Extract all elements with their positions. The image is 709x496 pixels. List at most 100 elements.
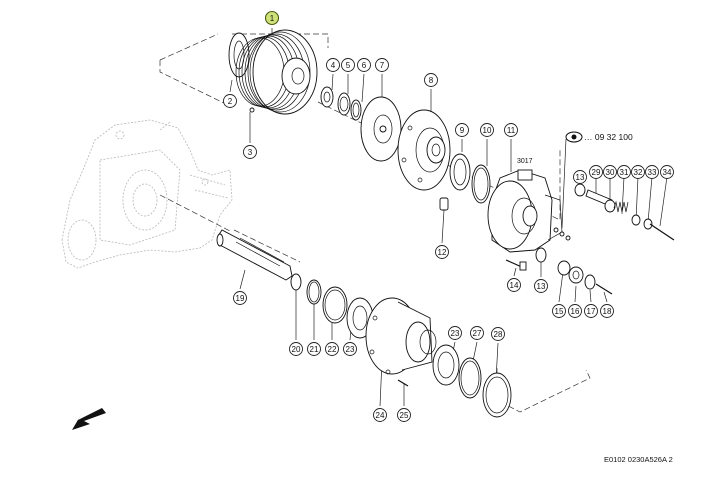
callout-circle [264,10,280,26]
callout-number: 12 [438,248,447,257]
seals-9-10 [449,153,491,204]
callout-34: 34 [660,165,674,179]
callout-number: 9 [460,126,465,135]
callout-number: 1 [270,14,275,23]
callout-number: 29 [592,168,601,177]
callout-31: 31 [617,165,631,179]
callout-number: 5 [346,61,351,70]
callout-circle [243,145,257,159]
callout-6: 6 [357,58,371,72]
callout-number: 11 [507,126,516,135]
callout-15: 15 [552,304,566,318]
callout-number: 20 [292,345,301,354]
callout-number: 30 [606,168,615,177]
callout-number: 19 [236,294,245,303]
washers-4-6 [320,86,362,121]
ghost-housing [61,119,233,269]
spring-washers-15-17 [557,260,596,290]
nut-13 [535,247,547,263]
serial-range-label: … 09 32 100 [584,132,633,142]
callout-circle [326,58,340,72]
callout-28: 28 [491,327,505,341]
callout-14: 14 [507,278,521,292]
callout-number: 3 [248,148,253,157]
callout-13: 13 [534,279,548,293]
callout-number: 32 [634,168,643,177]
callout-number: 8 [429,76,434,85]
callout-circle [573,170,587,184]
callout-27: 27 [470,326,484,340]
callout-circle [617,165,631,179]
callout-number: 24 [376,411,385,420]
callout-circle [568,304,582,318]
callout-circle [631,165,645,179]
callout-17: 17 [584,304,598,318]
callout-7: 7 [375,58,389,72]
callout-29: 29 [589,165,603,179]
callout-number: 23 [346,345,355,354]
output-hub-24 [365,297,437,375]
callout-4: 4 [326,58,340,72]
callout-circle [397,408,411,422]
callout-circle [504,123,518,137]
callout-circle [233,291,247,305]
callout-number: 17 [587,307,596,316]
callout-23: 23 [343,342,357,356]
callout-circle [552,304,566,318]
callout-30: 30 [603,165,617,179]
callout-circle [424,73,438,87]
callout-10: 10 [480,123,494,137]
callout-number: 4 [331,61,336,70]
callout-circle [223,94,237,108]
eye-icon [565,131,583,143]
callout-number: 21 [310,345,319,354]
pulley-assembly [228,29,318,115]
callout-11: 11 [504,123,518,137]
callout-number: 13 [576,173,585,182]
callout-circle [325,342,339,356]
callout-circle [645,165,659,179]
callout-19: 19 [233,291,247,305]
callout-circle [534,279,548,293]
callout-23: 23 [448,326,462,340]
callout-9: 9 [455,123,469,137]
callout-21: 21 [307,342,321,356]
gearbox-housing-11 [487,169,563,253]
callout-circle [600,304,614,318]
callout-22: 22 [325,342,339,356]
callout-circle [480,123,494,137]
small-hardware [553,227,571,241]
callout-number: 14 [510,281,519,290]
callout-circle [455,123,469,137]
callout-number: 33 [648,168,657,177]
callout-3: 3 [243,145,257,159]
callout-number: 28 [494,330,503,339]
document-id: E0102 0230A526A 2 [604,455,673,464]
callout-1: 1 [264,10,280,26]
callout-circle [375,58,389,72]
callout-number: 23 [451,329,460,338]
pin-12 [439,197,449,211]
bolt-14 [505,259,527,271]
callout-circle [307,342,321,356]
flange-hub-8 [397,109,451,191]
callout-number: 27 [473,329,482,338]
callout-circle [343,342,357,356]
callout-number: 25 [400,411,409,420]
callout-25: 25 [397,408,411,422]
callout-5: 5 [341,58,355,72]
cone-disc-7 [360,96,402,162]
callout-circle [373,408,387,422]
shaft-19 [216,229,293,281]
callout-24: 24 [373,408,387,422]
callout-number: 2 [228,97,233,106]
callout-number: 13 [537,282,546,291]
callout-number: 6 [362,61,367,70]
callout-circle [448,326,462,340]
callout-number: 18 [603,307,612,316]
callout-16: 16 [568,304,582,318]
callout-20: 20 [289,342,303,356]
